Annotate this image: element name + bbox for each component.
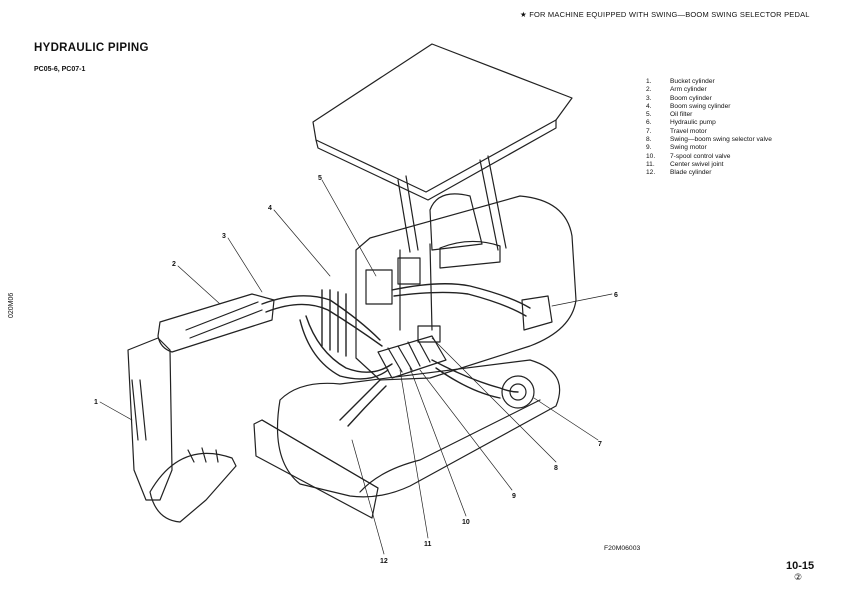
arm-cylinder [185,301,263,339]
callout-7: 7 [598,441,602,448]
operator-seat [429,193,501,269]
legend-item: 10.7-spool control valve [646,152,731,160]
control-valve [377,335,447,379]
header-note: ★ FOR MACHINE EQUIPPED WITH SWING—BOOM S… [520,10,810,19]
legend-item: 3.Boom cylinder [646,94,712,102]
legend-item: 2.Arm cylinder [646,86,707,94]
revision-mark: ② [794,572,803,582]
hydraulic-hoses [261,295,381,341]
bucket [149,452,237,523]
callout-11: 11 [424,541,432,548]
travel-motor [501,375,535,409]
dozer-blade [253,419,379,519]
leader-line [321,179,377,277]
leader-line [431,337,557,463]
leader-line [351,439,385,555]
leader-line [409,367,467,517]
legend-item: 7.Travel motor [646,127,707,135]
leader-line [227,237,263,293]
callout-5: 5 [318,175,322,182]
callout-9: 9 [512,493,516,500]
callout-2: 2 [172,261,176,268]
canopy-roof [312,43,573,193]
selector-valve [417,325,441,343]
hydraulic-pump [521,295,553,331]
figure-code: F20M06003 [604,545,641,552]
callout-8: 8 [554,465,558,472]
legend-item: 9.Swing motor [646,144,707,152]
leader-line [419,369,513,491]
parts-legend: 1.Bucket cylinder 2.Arm cylinder 3.Boom … [646,78,772,178]
leader-line [399,369,429,539]
leader-line [533,397,599,441]
callout-3: 3 [222,233,226,240]
callout-10: 10 [462,519,470,526]
bucket-cylinder [131,379,147,441]
oil-filter [365,269,393,305]
legend-item: 5.Oil filter [646,111,693,119]
legend-item: 6.Hydraulic pump [646,119,716,127]
arm [127,337,173,501]
model-numbers: PC05-6, PC07-1 [34,66,86,73]
callout-6: 6 [614,292,618,299]
leader-line [551,293,613,307]
legend-item: 12.Blade cylinder [646,169,712,177]
legend-item: 8.Swing—boom swing selector valve [646,136,772,144]
track-frame [276,359,561,498]
canopy-posts [397,155,507,253]
legend-item: 11.Center swivel joint [646,160,724,168]
upper-structure [355,195,577,381]
legend-item: 4.Boom swing cylinder [646,102,731,110]
leader-line [273,209,331,277]
page-title: HYDRAULIC PIPING [34,42,149,54]
callout-12: 12 [380,558,388,565]
leader-line [99,401,133,421]
callout-4: 4 [268,205,272,212]
page-number: 10-15 [786,560,815,572]
legend-item: 1.Bucket cylinder [646,78,715,85]
leader-line [177,265,221,305]
callout-1: 1 [94,399,98,406]
